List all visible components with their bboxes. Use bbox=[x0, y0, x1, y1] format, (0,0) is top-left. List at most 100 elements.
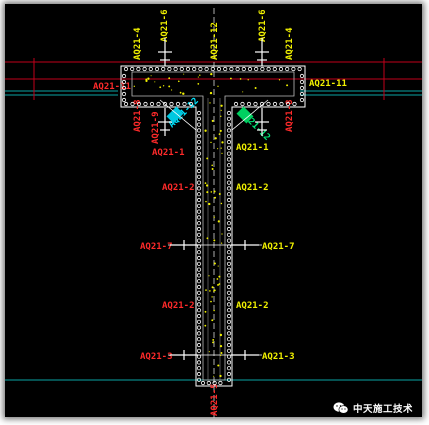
bolt-hole bbox=[196, 128, 202, 133]
bolt-hole bbox=[196, 319, 202, 324]
bolt-hole bbox=[240, 101, 245, 107]
bolt-hole bbox=[196, 134, 202, 139]
bolt-hole bbox=[272, 66, 277, 72]
bolt-hole bbox=[198, 66, 203, 72]
aggregate-speck bbox=[213, 375, 215, 377]
label-web-left-3: AQ21-2 bbox=[162, 301, 195, 311]
bolt-hole bbox=[226, 273, 232, 278]
bolt-hole bbox=[226, 337, 232, 342]
aggregate-speck bbox=[209, 102, 211, 104]
bolt-hole bbox=[196, 313, 202, 319]
bolt-hole bbox=[196, 290, 202, 295]
aggregate-speck bbox=[213, 290, 215, 292]
bolt-hole bbox=[226, 174, 232, 179]
bolt-hole bbox=[246, 101, 252, 107]
bolt-hole bbox=[226, 157, 232, 162]
bolt-hole bbox=[196, 267, 202, 272]
aggregate-speck bbox=[211, 167, 214, 171]
aggregate-speck bbox=[179, 91, 182, 94]
label-top-left-2: AQ21-6 bbox=[160, 9, 170, 42]
bolt-hole bbox=[196, 337, 202, 342]
bolt-hole bbox=[226, 151, 232, 156]
bolt-hole bbox=[226, 232, 232, 237]
aggregate-speck bbox=[210, 300, 212, 303]
bolt-hole bbox=[229, 66, 234, 72]
aggregate-speck bbox=[204, 310, 207, 313]
bolt-hole bbox=[226, 255, 232, 261]
bolt-hole bbox=[266, 66, 271, 72]
bolt-hole bbox=[196, 122, 202, 127]
label-web-right-3: AQ21-2 bbox=[236, 301, 269, 311]
aggregate-speck bbox=[168, 77, 171, 80]
aggregate-speck bbox=[220, 242, 223, 244]
bolt-hole bbox=[226, 371, 232, 377]
bolt-hole bbox=[226, 215, 232, 220]
bolt-hole bbox=[121, 97, 127, 103]
label-flange-left: AQ21-11 bbox=[93, 82, 131, 92]
bolt-hole bbox=[299, 91, 305, 97]
bolt-hole bbox=[196, 163, 202, 168]
label-under-left-2: AQ21-1 bbox=[152, 148, 185, 158]
bolt-hole bbox=[279, 101, 284, 107]
aggregate-speck bbox=[211, 319, 214, 322]
aggregate-speck bbox=[213, 216, 215, 218]
bolt-hole bbox=[196, 284, 202, 290]
watermark: 中天施工技术 bbox=[333, 401, 413, 415]
aggregate-speck bbox=[214, 196, 217, 199]
aggregate-speck bbox=[220, 109, 222, 111]
aggregate-speck bbox=[220, 115, 222, 117]
aggregate-speck bbox=[217, 148, 219, 150]
bolt-hole bbox=[130, 66, 135, 72]
bolt-hole bbox=[196, 331, 202, 336]
bolt-hole bbox=[148, 66, 153, 72]
bolt-hole bbox=[260, 66, 265, 72]
bolt-hole bbox=[196, 232, 202, 237]
corner-brace-line bbox=[159, 99, 197, 131]
bolt-hole bbox=[136, 66, 141, 72]
bolt-hole bbox=[226, 319, 232, 324]
bolt-hole bbox=[182, 101, 187, 107]
label-web-right-4: AQ21-3 bbox=[262, 352, 295, 362]
bolt-hole bbox=[196, 110, 202, 116]
aggregate-speck bbox=[154, 81, 156, 83]
label-top-right-1: AQ21-6 bbox=[258, 9, 268, 42]
bolt-hole bbox=[226, 180, 232, 185]
bolt-hole bbox=[196, 360, 202, 365]
bolt-hole bbox=[210, 66, 215, 72]
aggregate-speck bbox=[182, 92, 185, 95]
bolt-hole bbox=[226, 122, 232, 127]
label-bottom: AQ21-5 bbox=[210, 383, 220, 416]
aggregate-speck bbox=[208, 275, 210, 277]
aggregate-speck bbox=[206, 157, 209, 160]
bolt-hole bbox=[291, 66, 296, 72]
corner-brace-right bbox=[236, 106, 254, 124]
bolt-hole bbox=[226, 325, 232, 330]
label-corner-left: AQ21-8 bbox=[133, 99, 143, 132]
aggregate-speck bbox=[150, 75, 152, 77]
bolt-hole bbox=[226, 128, 232, 133]
aggregate-speck bbox=[205, 289, 207, 291]
bolt-hole bbox=[196, 348, 202, 353]
bolt-hole bbox=[226, 360, 232, 365]
bolt-hole bbox=[196, 238, 202, 243]
bolt-hole bbox=[196, 377, 202, 382]
bolt-hole bbox=[226, 186, 232, 191]
aggregate-speck bbox=[145, 79, 148, 83]
label-web-left-1: AQ21-2 bbox=[162, 183, 195, 193]
bolt-hole bbox=[123, 66, 129, 72]
bolt-hole bbox=[196, 221, 202, 226]
bolt-hole bbox=[196, 366, 202, 371]
bolt-hole bbox=[226, 348, 232, 353]
aggregate-speck bbox=[147, 77, 150, 80]
bolt-hole bbox=[130, 101, 135, 107]
aggregate-speck bbox=[229, 77, 232, 80]
aggregate-speck bbox=[211, 119, 214, 122]
bolt-hole bbox=[299, 97, 305, 103]
aggregate-speck bbox=[208, 351, 210, 353]
aggregate-speck bbox=[247, 79, 249, 81]
corner-brace-left bbox=[166, 106, 184, 124]
bolt-hole bbox=[196, 308, 202, 313]
bolt-hole bbox=[196, 302, 202, 307]
label-web-left-2: AQ21-7 bbox=[140, 242, 173, 252]
bolt-hole bbox=[196, 215, 202, 220]
